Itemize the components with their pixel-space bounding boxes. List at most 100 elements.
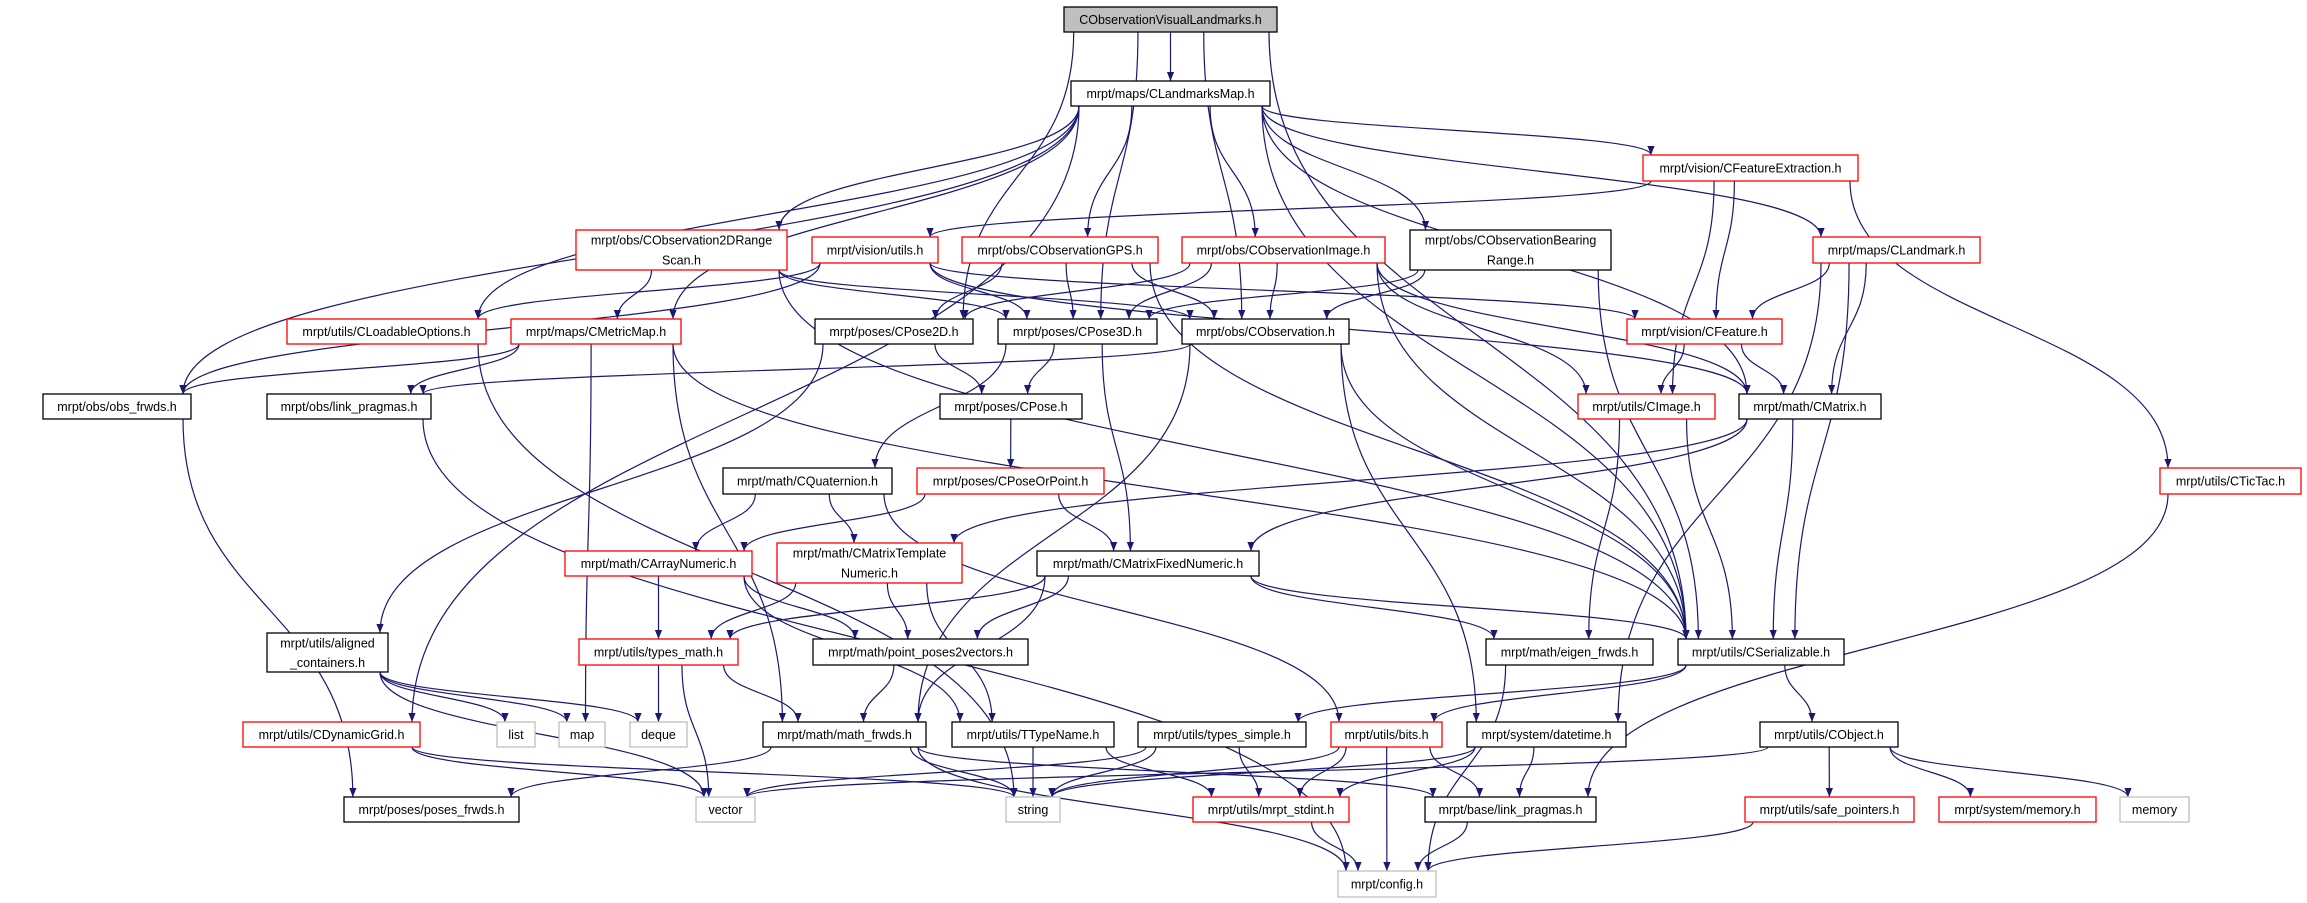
node-mrpt-system-datetime-h[interactable]: mrpt/system/datetime.h <box>1466 721 1627 748</box>
node-mrpt-math-eigen-frwds-h[interactable]: mrpt/math/eigen_frwds.h <box>1485 638 1654 666</box>
edge-w-to-ac <box>743 575 859 640</box>
edge-ao-to-aq <box>743 746 1769 798</box>
node-mrpt-maps-clandmarksmap-h[interactable]: mrpt/maps/CLandmarksMap.h <box>1070 80 1271 107</box>
edge-aa-to-ag <box>379 671 509 723</box>
edge-f-to-ae <box>1149 262 1690 640</box>
edge-ao-to-aw <box>1889 746 2132 798</box>
edge-au-to-ax <box>1424 821 1754 872</box>
node-label: mrpt/vision/utils.h <box>827 244 924 258</box>
node-mrpt-obs-cobservationgps-h[interactable]: mrpt/obs/CObservationGPS.h <box>961 236 1159 264</box>
node-mrpt-math-cmatrix-h[interactable]: mrpt/math/CMatrix.h <box>1738 393 1882 420</box>
node-label: mrpt/utils/CImage.h <box>1592 400 1700 414</box>
node-vector[interactable]: vector <box>695 796 756 823</box>
node-mrpt-poses-cpose2d-h[interactable]: mrpt/poses/CPose2D.h <box>814 318 974 345</box>
node-mrpt-utils-cobject-h[interactable]: mrpt/utils/CObject.h <box>1759 721 1899 748</box>
node-list[interactable]: list <box>496 721 536 748</box>
edge-s-to-ad <box>1585 418 1621 640</box>
edge-an-to-as <box>1336 746 1476 798</box>
node-mrpt-utils-cloadableoptions-h[interactable]: mrpt/utils/CLoadableOptions.h <box>286 318 487 345</box>
node-mrpt-poses-cpose3d-h[interactable]: mrpt/poses/CPose3D.h <box>997 318 1158 345</box>
node-label: mrpt/obs/CObservationImage.h <box>1197 244 1371 258</box>
node-deque[interactable]: deque <box>629 721 688 748</box>
edge-b-to-ae <box>1261 105 1690 640</box>
node-label: mrpt/maps/CMetricMap.h <box>526 325 666 339</box>
node-mrpt-utils-ctictac-h[interactable]: mrpt/utils/CTicTac.h <box>2159 467 2302 495</box>
node-mrpt-vision-cfeatureextraction-h[interactable]: mrpt/vision/CFeatureExtraction.h <box>1642 154 1859 182</box>
node-mrpt-system-memory-h[interactable]: mrpt/system/memory.h <box>1938 796 2097 823</box>
node-label: CObservationVisualLandmarks.h <box>1079 13 1262 27</box>
node-mrpt-utils-cdynamicgrid-h[interactable]: mrpt/utils/CDynamicGrid.h <box>242 721 421 748</box>
edge-b-to-af <box>408 105 1080 723</box>
node-mrpt-utils-cserializable-h[interactable]: mrpt/utils/CSerializable.h <box>1677 638 1845 666</box>
node-box <box>1738 393 1882 420</box>
node-mrpt-utils-ttypename-h[interactable]: mrpt/utils/TTypeName.h <box>951 721 1115 748</box>
node-mrpt-maps-cmetricmap-h[interactable]: mrpt/maps/CMetricMap.h <box>510 318 682 345</box>
node-mrpt-math-point-poses2vectors-h[interactable]: mrpt/math/point_poses2vectors.h <box>812 638 1029 666</box>
node-string[interactable]: string <box>1005 796 1061 823</box>
node-mrpt-math-math-frwds-h[interactable]: mrpt/math/math_frwds.h <box>762 721 927 748</box>
node-box <box>814 318 974 345</box>
edge-g-to-m <box>1125 262 1212 320</box>
node-box <box>564 550 753 577</box>
edge-t-to-ae <box>1769 418 1794 640</box>
node-mrpt-utils-types-math-h[interactable]: mrpt/utils/types_math.h <box>578 638 739 666</box>
node-mrpt-utils-aligned-containers-h[interactable]: mrpt/utils/aligned_containers.h <box>266 632 389 673</box>
node-mrpt-obs-cobservationimage-h[interactable]: mrpt/obs/CObservationImage.h <box>1181 236 1386 264</box>
node-cobservationvisuallandmarks-h: CObservationVisualLandmarks.h <box>1063 6 1278 33</box>
node-mrpt-utils-types-simple-h[interactable]: mrpt/utils/types_simple.h <box>1137 721 1307 748</box>
edge-b-to-k <box>669 105 1080 320</box>
node-label: mrpt/utils/bits.h <box>1344 728 1428 742</box>
edge-d-to-m <box>778 269 1010 320</box>
node-mrpt-vision-cfeature-h[interactable]: mrpt/vision/CFeature.h <box>1626 318 1783 345</box>
node-mrpt-base-link-pragmas-h[interactable]: mrpt/base/link_pragmas.h <box>1424 796 1597 823</box>
node-label: mrpt/base/link_pragmas.h <box>1439 803 1583 817</box>
edge-aj-to-ar <box>909 746 1018 798</box>
edge-u-to-w <box>692 493 756 552</box>
node-box <box>1036 550 1260 577</box>
node-mrpt-config-h[interactable]: mrpt/config.h <box>1337 870 1437 898</box>
node-label: mrpt/obs/CObservation.h <box>1196 325 1335 339</box>
node-label: mrpt/obs/CObservationBearing <box>1425 234 1597 248</box>
node-mrpt-maps-clandmark-h[interactable]: mrpt/maps/CLandmark.h <box>1812 236 1981 264</box>
node-mrpt-obs-link-pragmas-h[interactable]: mrpt/obs/link_pragmas.h <box>266 393 432 420</box>
node-label: mrpt/obs/link_pragmas.h <box>281 400 418 414</box>
edge-b-to-d <box>775 105 1080 231</box>
node-memory[interactable]: memory <box>2119 796 2190 823</box>
node-box <box>1409 229 1612 271</box>
edge-m-to-y <box>1101 343 1134 552</box>
node-box <box>916 467 1105 495</box>
node-mrpt-vision-utils-h[interactable]: mrpt/vision/utils.h <box>811 236 939 264</box>
node-mrpt-math-carraynumeric-h[interactable]: mrpt/math/CArrayNumeric.h <box>564 550 753 577</box>
node-mrpt-utils-cimage-h[interactable]: mrpt/utils/CImage.h <box>1577 393 1716 420</box>
node-mrpt-poses-cposeorpoint-h[interactable]: mrpt/poses/CPoseOrPoint.h <box>916 467 1105 495</box>
node-label: mrpt/utils/CLoadableOptions.h <box>302 325 470 339</box>
node-map[interactable]: map <box>558 721 606 748</box>
node-box <box>1137 721 1307 748</box>
node-label: mrpt/math/CQuaternion.h <box>737 475 878 489</box>
node-mrpt-obs-obs-frwds-h[interactable]: mrpt/obs/obs_frwds.h <box>42 393 192 420</box>
edge-h-to-n <box>1323 269 1426 320</box>
node-mrpt-math-cmatrixfixednumeric-h[interactable]: mrpt/math/CMatrixFixedNumeric.h <box>1036 550 1260 577</box>
node-box <box>1744 796 1915 823</box>
edge-ak-to-as <box>1105 746 1216 798</box>
node-mrpt-utils-bits-h[interactable]: mrpt/utils/bits.h <box>1330 721 1443 748</box>
node-mrpt-math-cquaternion-h[interactable]: mrpt/math/CQuaternion.h <box>722 467 893 495</box>
edge-e-to-m <box>929 262 1031 320</box>
node-mrpt-obs-cobservation-h[interactable]: mrpt/obs/CObservation.h <box>1181 318 1350 345</box>
node-mrpt-poses-poses-frwds-h[interactable]: mrpt/poses/poses_frwds.h <box>343 796 520 823</box>
node-box <box>695 796 756 823</box>
node-mrpt-utils-safe-pointers-h[interactable]: mrpt/utils/safe_pointers.h <box>1744 796 1915 823</box>
edge-i-to-an <box>1614 262 1822 723</box>
node-mrpt-utils-mrpt-stdint-h[interactable]: mrpt/utils/mrpt_stdint.h <box>1192 796 1350 823</box>
node-mrpt-poses-cpose-h[interactable]: mrpt/poses/CPose.h <box>939 393 1083 420</box>
node-label: mrpt/utils/TTypeName.h <box>967 728 1100 742</box>
node-box <box>812 638 1029 666</box>
node-label: mrpt/obs/CObservationGPS.h <box>977 244 1142 258</box>
node-label: mrpt/poses/CPose.h <box>954 400 1067 414</box>
node-label: memory <box>2132 803 2178 817</box>
node-box <box>762 721 927 748</box>
